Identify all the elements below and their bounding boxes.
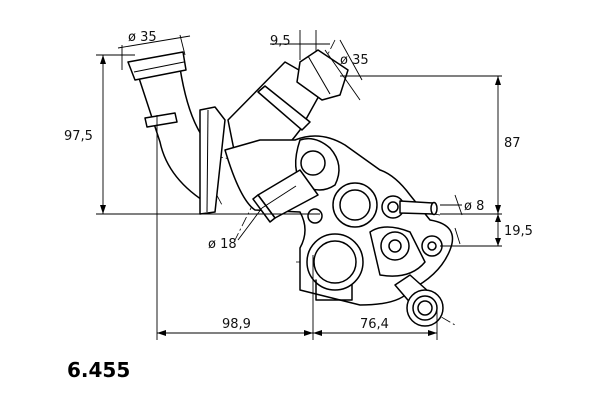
left-outlet-pipe: [127, 51, 211, 206]
dim-height-right: [340, 75, 502, 215]
label-width-left: 98,9: [222, 317, 251, 332]
left-flange: [199, 106, 226, 215]
part-number: 6.455: [67, 358, 130, 382]
dim-width-right: [313, 310, 438, 340]
label-inner-port-diameter: ø 18: [208, 237, 237, 252]
lower-outlet: [394, 274, 444, 327]
label-height-right: 87: [504, 136, 521, 151]
label-offset-top: 9,5: [270, 34, 291, 49]
small-spigot: [381, 195, 438, 219]
housing-body: [224, 135, 454, 306]
label-height-left: 97,5: [64, 129, 93, 144]
dim-offset-top: [270, 30, 330, 60]
label-outlet-right-diameter: ø 35: [340, 53, 369, 68]
label-offset-right-lower: 19,5: [504, 224, 533, 239]
dim-width-left: [156, 115, 314, 340]
dim-outlet-right-diameter: [324, 39, 363, 101]
label-outlet-left-diameter: ø 35: [128, 30, 157, 45]
dim-offset-right-lower: [440, 214, 502, 247]
label-width-right: 76,4: [360, 317, 389, 332]
dim-small-port-diameter: [440, 194, 463, 216]
dim-outlet-left-diameter: [117, 34, 191, 70]
label-small-port-diameter: ø 8: [464, 199, 484, 214]
dim-inner-port-diameter: [237, 185, 297, 241]
dim-height-left: [96, 54, 320, 215]
inner-inlet-pipe: [252, 169, 319, 223]
